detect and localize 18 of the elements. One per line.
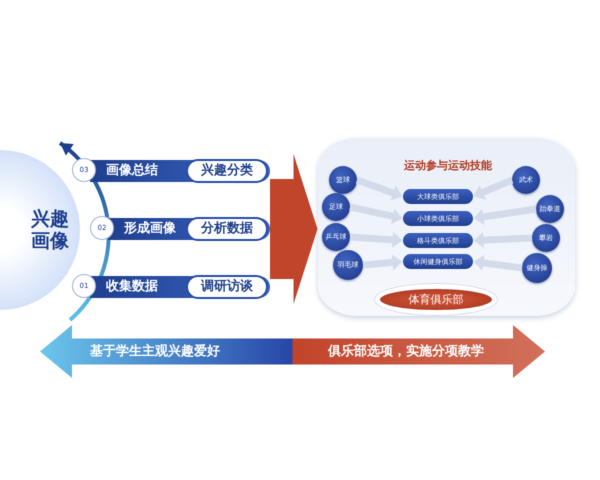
panel-title: 运动参与运动技能 [403,158,493,173]
arrow [474,254,522,272]
arrow [474,206,537,225]
tag-pill: 兴趣分类 [186,159,268,183]
arrow [474,232,532,248]
tag-pill: 分析数据 [186,217,268,241]
block-arrow [270,154,318,304]
arrow [356,176,403,200]
arrow [350,232,402,248]
tag-pill: 调研访谈 [186,275,268,299]
club-ellipse: 体育俱乐部 [380,289,492,310]
arrow [349,204,402,224]
arrow-label: 基于学生主观兴趣爱好 [90,342,220,360]
arrow [473,176,514,200]
semicircle: 兴趣画像 [0,150,80,310]
arrow-label: 俱乐部选项，实施分项教学 [328,342,484,360]
panel [318,138,575,316]
arrow [362,254,402,270]
